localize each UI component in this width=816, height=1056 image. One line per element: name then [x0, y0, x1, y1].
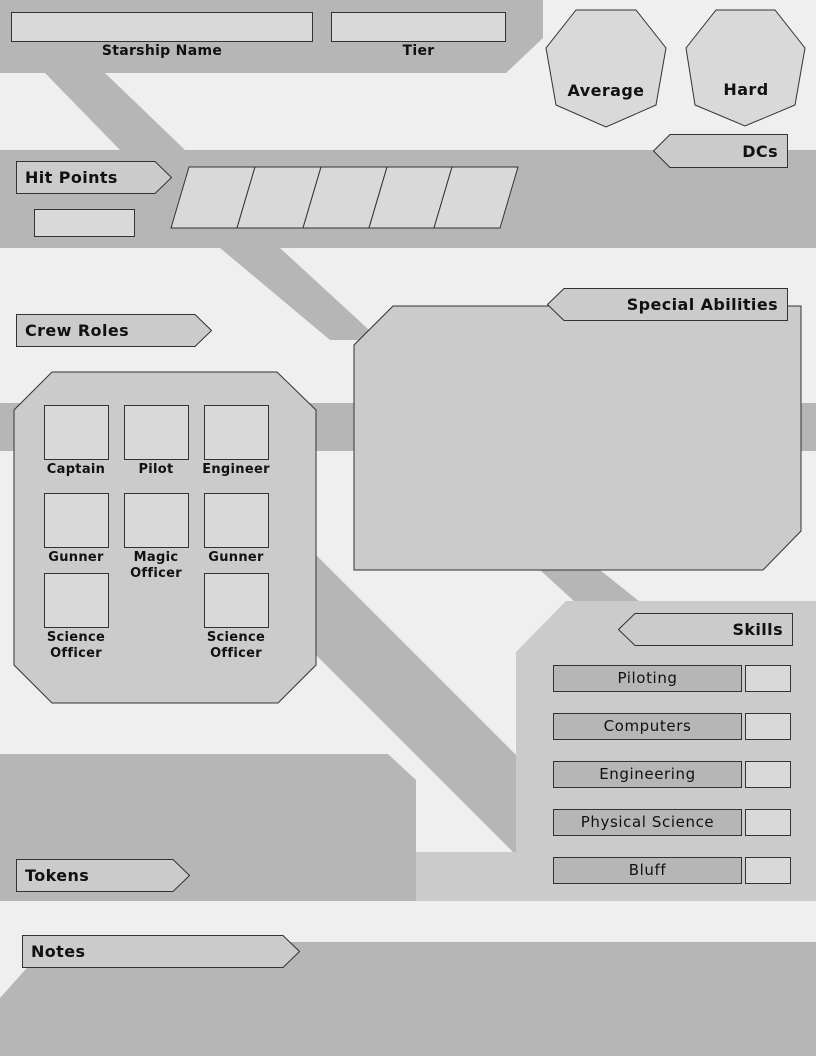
role-label-gunner-1: Gunner — [48, 550, 104, 565]
notes-area[interactable] — [40, 975, 800, 1050]
hard-dc-label: Hard — [723, 80, 769, 99]
crew-roles-tag: Crew Roles — [16, 314, 212, 347]
skill-value-computers[interactable] — [745, 713, 791, 740]
starship-name-field[interactable] — [11, 12, 313, 42]
role-label-pilot: Pilot — [138, 462, 174, 477]
skill-value-physical-science[interactable] — [745, 809, 791, 836]
tier-field[interactable] — [331, 12, 506, 42]
starship-name-label: Starship Name — [101, 43, 223, 59]
notes-tag: Notes — [22, 935, 300, 968]
role-box-captain[interactable] — [44, 405, 109, 460]
role-label-engineer: Engineer — [202, 462, 270, 477]
tokens-tag: Tokens — [16, 859, 190, 892]
crew-roles-title: Crew Roles — [25, 321, 130, 340]
skill-value-engineering[interactable] — [745, 761, 791, 788]
hit-points-tag: Hit Points — [16, 161, 172, 194]
skill-name-piloting: Piloting — [553, 665, 742, 692]
skills-tag: Skills — [618, 613, 793, 646]
hit-points-field[interactable] — [34, 209, 135, 237]
skill-name-computers: Computers — [553, 713, 742, 740]
role-box-gunner-2[interactable] — [204, 493, 269, 548]
dcs-title: DCs — [742, 141, 778, 161]
role-box-gunner-1[interactable] — [44, 493, 109, 548]
tokens-title: Tokens — [25, 866, 90, 885]
skill-value-piloting[interactable] — [745, 665, 791, 692]
role-label-gunner-2: Gunner — [208, 550, 264, 565]
hit-points-title: Hit Points — [25, 168, 118, 187]
average-dc-label: Average — [567, 81, 645, 100]
skill-name-physical-science: Physical Science — [553, 809, 742, 836]
role-box-magic-officer[interactable] — [124, 493, 189, 548]
special-abilities-title: Special Abilities — [626, 295, 778, 314]
role-label-captain: Captain — [46, 462, 106, 477]
role-box-science-officer-1[interactable] — [44, 573, 109, 628]
notes-title: Notes — [31, 942, 86, 961]
special-abilities-tag: Special Abilities — [547, 288, 788, 321]
dcs-tag: DCs — [653, 134, 788, 168]
skill-name-engineering: Engineering — [553, 761, 742, 788]
role-box-science-officer-2[interactable] — [204, 573, 269, 628]
skills-title: Skills — [732, 620, 783, 639]
skill-value-bluff[interactable] — [745, 857, 791, 884]
role-box-pilot[interactable] — [124, 405, 189, 460]
special-abilities-area[interactable] — [360, 322, 796, 562]
tier-label: Tier — [402, 43, 435, 59]
role-box-engineer[interactable] — [204, 405, 269, 460]
skill-name-bluff: Bluff — [553, 857, 742, 884]
